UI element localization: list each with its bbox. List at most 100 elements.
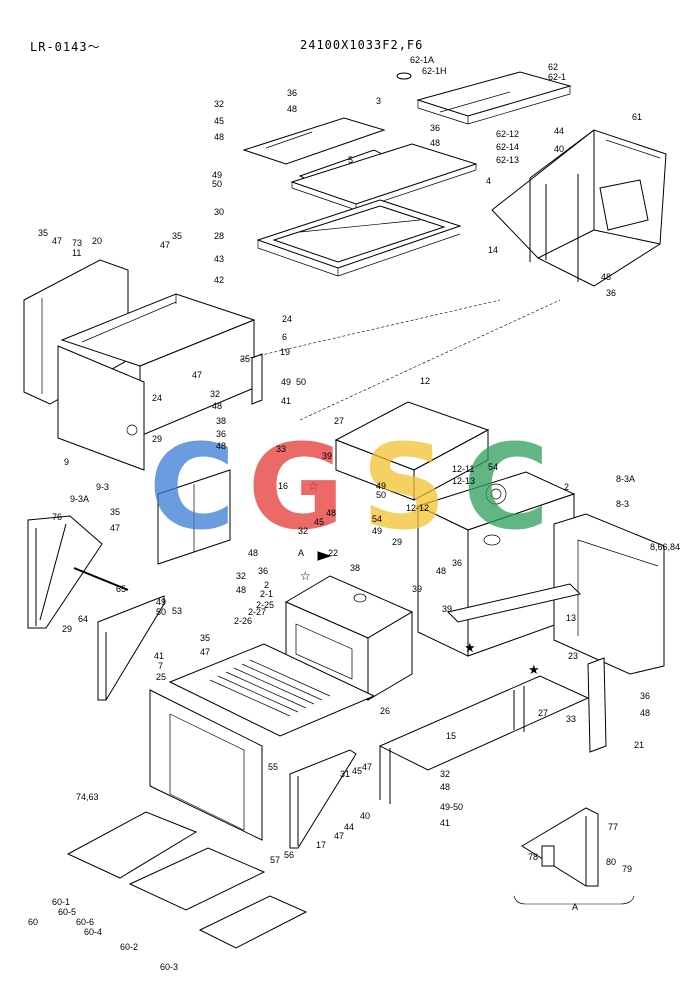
callout-label: 50 bbox=[296, 377, 306, 387]
callout-label: 12 bbox=[420, 376, 430, 386]
callout-label: 21 bbox=[634, 740, 644, 750]
callout-label: 47 bbox=[362, 762, 372, 772]
callout-label: 45 bbox=[352, 766, 362, 776]
callout-label: 41 bbox=[281, 396, 291, 406]
callout-label: 6 bbox=[282, 332, 287, 342]
part-3-top-plate bbox=[242, 117, 386, 165]
callout-label: 62-1 bbox=[548, 72, 566, 82]
callout-label: 32 bbox=[440, 769, 450, 779]
callout-label: 2-25 bbox=[256, 600, 274, 610]
callout-label: 39 bbox=[322, 451, 332, 461]
callout-label: 41 bbox=[440, 818, 450, 828]
callout-label: 36 bbox=[216, 429, 226, 439]
callout-label: 36 bbox=[452, 558, 462, 568]
callout-label: 60 bbox=[28, 917, 38, 927]
callout-label: 2-26 bbox=[234, 616, 252, 626]
callout-label: 62-14 bbox=[496, 142, 519, 152]
callout-label: 74,63 bbox=[76, 792, 99, 802]
callout-label: 5 bbox=[348, 155, 353, 165]
callout-label: 50 bbox=[156, 607, 166, 617]
callout-label: 39 bbox=[442, 604, 452, 614]
callout-label: 39 bbox=[412, 584, 422, 594]
callout-label: 8-3 bbox=[616, 499, 629, 509]
callout-label: 48 bbox=[640, 708, 650, 718]
callout-label: 62-1A bbox=[410, 55, 434, 65]
callout-label: 48 bbox=[287, 104, 297, 114]
callout-label: 64 bbox=[78, 614, 88, 624]
callout-label: 47 bbox=[110, 523, 120, 533]
callout-label: A bbox=[572, 902, 578, 912]
callout-label: 43 bbox=[214, 254, 224, 264]
diagram-code: LR-0143〜 bbox=[30, 40, 101, 54]
part-14-base-frame bbox=[256, 199, 462, 269]
callout-label: 60-1 bbox=[52, 897, 70, 907]
callout-label: 33 bbox=[566, 714, 576, 724]
callout-label: 9-3A bbox=[70, 494, 89, 504]
callout-label: 2 bbox=[564, 482, 569, 492]
callout-label: 49 bbox=[212, 170, 222, 180]
callout-label: 16 bbox=[278, 481, 288, 491]
callout-label: 24 bbox=[152, 393, 162, 403]
callout-label: 28 bbox=[214, 231, 224, 241]
callout-label: 29 bbox=[152, 434, 162, 444]
callout-label: 22 bbox=[328, 548, 338, 558]
callout-label: 50 bbox=[376, 490, 386, 500]
callout-label: 32 bbox=[214, 99, 224, 109]
callout-label: 49-50 bbox=[440, 802, 463, 812]
callout-label: 2-27 bbox=[248, 607, 266, 617]
callout-label: 41 bbox=[154, 651, 164, 661]
part-61-frame bbox=[491, 129, 667, 287]
callout-label: 36 bbox=[258, 566, 268, 576]
watermark-letter: C bbox=[149, 418, 236, 556]
watermark-letter: C bbox=[463, 418, 550, 556]
watermark-letter: G bbox=[248, 418, 345, 556]
callout-label: 48 bbox=[248, 548, 258, 558]
svg-text:★: ★ bbox=[528, 662, 540, 677]
callout-label: 2 bbox=[264, 580, 269, 590]
callout-label: 25 bbox=[156, 672, 166, 682]
callout-label: 73 bbox=[72, 238, 82, 248]
callout-label: 44 bbox=[554, 126, 564, 136]
callout-label: 32 bbox=[210, 389, 220, 399]
callout-label: 65 bbox=[116, 584, 126, 594]
part-19-post bbox=[251, 353, 263, 405]
callout-label: 48 bbox=[436, 566, 446, 576]
callout-label: 45 bbox=[314, 517, 324, 527]
callout-label: 47 bbox=[334, 831, 344, 841]
callout-label: 24 bbox=[282, 314, 292, 324]
callout-label: 48 bbox=[214, 132, 224, 142]
callout-label: 62-13 bbox=[496, 155, 519, 165]
callout-label: 48 bbox=[601, 272, 611, 282]
part-17-bracket bbox=[289, 749, 357, 849]
callout-label: 45 bbox=[214, 116, 224, 126]
callout-label: 56 bbox=[284, 850, 294, 860]
callout-label: 12-11 bbox=[452, 464, 474, 474]
svg-text:☆: ☆ bbox=[308, 479, 319, 493]
part-15-base-frame bbox=[378, 675, 590, 771]
callout-label: 9-3 bbox=[96, 482, 109, 492]
callout-label: 9 bbox=[64, 457, 69, 467]
callout-label: 4 bbox=[486, 176, 491, 186]
callout-label: 62-1H bbox=[422, 66, 447, 76]
callout-label: 19 bbox=[280, 347, 290, 357]
part-38-bracket bbox=[97, 595, 165, 701]
callout-label: 49 bbox=[376, 481, 386, 491]
callout-label: 44 bbox=[344, 822, 354, 832]
callout-label: 40 bbox=[554, 144, 564, 154]
callout-label: 53 bbox=[172, 606, 182, 616]
callout-label: 54 bbox=[488, 462, 498, 472]
part-4-mid-plate bbox=[290, 143, 478, 205]
callout-label: 49 bbox=[156, 597, 166, 607]
callout-label: 35 bbox=[240, 354, 250, 364]
callout-label: 48 bbox=[326, 508, 336, 518]
callout-label: 35 bbox=[38, 228, 48, 238]
callout-label: 48 bbox=[440, 782, 450, 792]
callout-label: A bbox=[298, 548, 304, 558]
part-74-front-cover bbox=[149, 689, 263, 841]
svg-text:☆: ☆ bbox=[300, 569, 311, 583]
part-76-brace bbox=[27, 515, 103, 629]
